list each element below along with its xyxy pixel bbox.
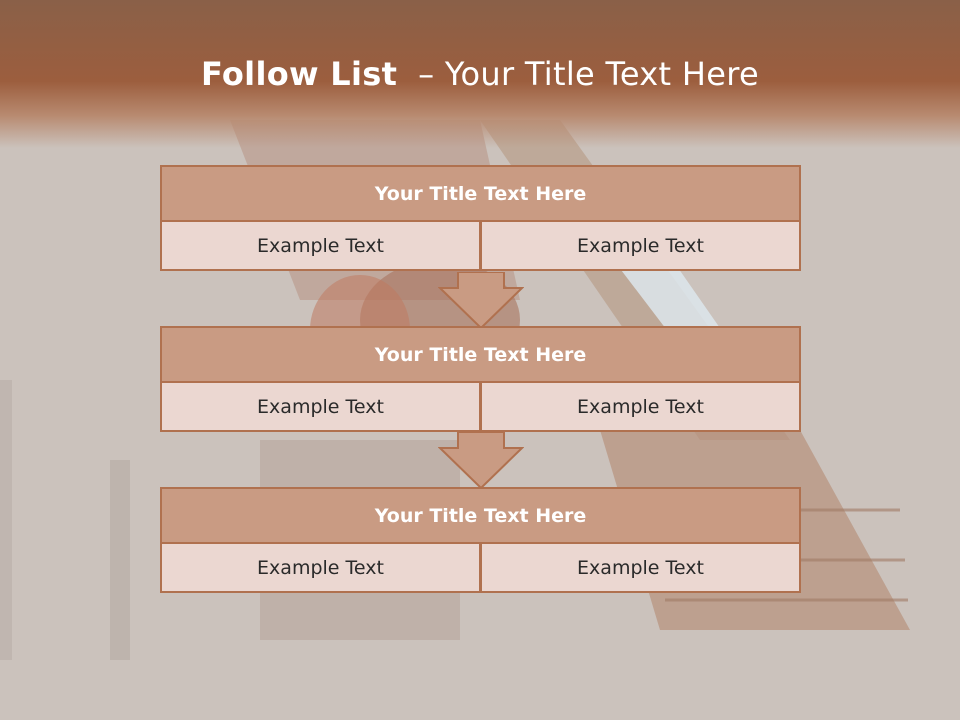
block-cell-left: Example Text [160,383,481,432]
block-title: Your Title Text Here [160,326,801,383]
slide-title-bold: Follow List [201,55,398,93]
follow-block: Your Title Text Here Example Text Exampl… [160,165,801,271]
down-arrow-icon [438,432,524,490]
follow-block: Your Title Text Here Example Text Exampl… [160,487,801,593]
block-cell-left: Example Text [160,544,481,593]
down-arrow-icon [438,272,524,330]
slide-title: Follow List – Your Title Text Here [0,55,960,93]
block-title: Your Title Text Here [160,487,801,544]
slide-title-rest: – Your Title Text Here [397,55,759,93]
follow-block: Your Title Text Here Example Text Exampl… [160,326,801,432]
block-cell-right: Example Text [480,544,801,593]
block-title: Your Title Text Here [160,165,801,222]
header-band [0,0,960,148]
block-cell-right: Example Text [480,383,801,432]
block-cell-left: Example Text [160,222,481,271]
block-cell-right: Example Text [480,222,801,271]
